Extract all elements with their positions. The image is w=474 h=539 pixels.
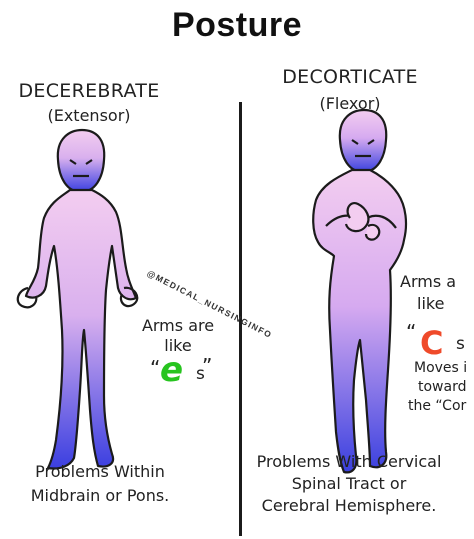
- decorticate-caption-line1: Problems With Cervical: [256, 452, 442, 471]
- page-title: Posture: [171, 6, 303, 44]
- letter-e-suffix: s: [196, 364, 205, 384]
- letter-c-group: “ C s: [404, 320, 474, 362]
- decorticate-arms-line2: like: [417, 294, 445, 313]
- center-divider: [239, 102, 242, 536]
- decerebrate-figure-icon: [16, 128, 139, 470]
- decerebrate-heading: DECEREBRATE: [18, 80, 160, 102]
- decerebrate-caption-line2: Midbrain or Pons.: [30, 486, 170, 505]
- close-quote-icon: ”: [202, 354, 213, 378]
- decorticate-caption-line2: Spinal Tract or: [291, 474, 407, 493]
- open-quote-icon: “: [406, 320, 417, 344]
- letter-e-group: “ e ” s: [150, 350, 230, 396]
- decorticate-heading: DECORTICATE: [282, 66, 418, 88]
- decerebrate-arms-line1: Arms are: [141, 316, 215, 335]
- open-quote-icon: “: [150, 356, 161, 380]
- letter-e: e: [160, 350, 184, 390]
- moves-line2: toward: [418, 379, 467, 395]
- moves-line1: Moves i: [414, 360, 468, 376]
- decorticate-subheading: (Flexor): [319, 94, 381, 113]
- decorticate-figure-icon: [312, 108, 408, 474]
- letter-c-suffix: s: [456, 334, 465, 354]
- moves-line3: the “Cor: [408, 398, 467, 414]
- decorticate-arms-line1: Arms a: [400, 272, 457, 291]
- letter-c: C: [420, 324, 444, 362]
- decerebrate-caption-line1: Problems Within: [35, 462, 165, 481]
- decerebrate-arms-line2: like: [164, 336, 192, 355]
- decorticate-caption-line3: Cerebral Hemisphere.: [261, 496, 437, 515]
- decerebrate-subheading: (Extensor): [47, 106, 131, 125]
